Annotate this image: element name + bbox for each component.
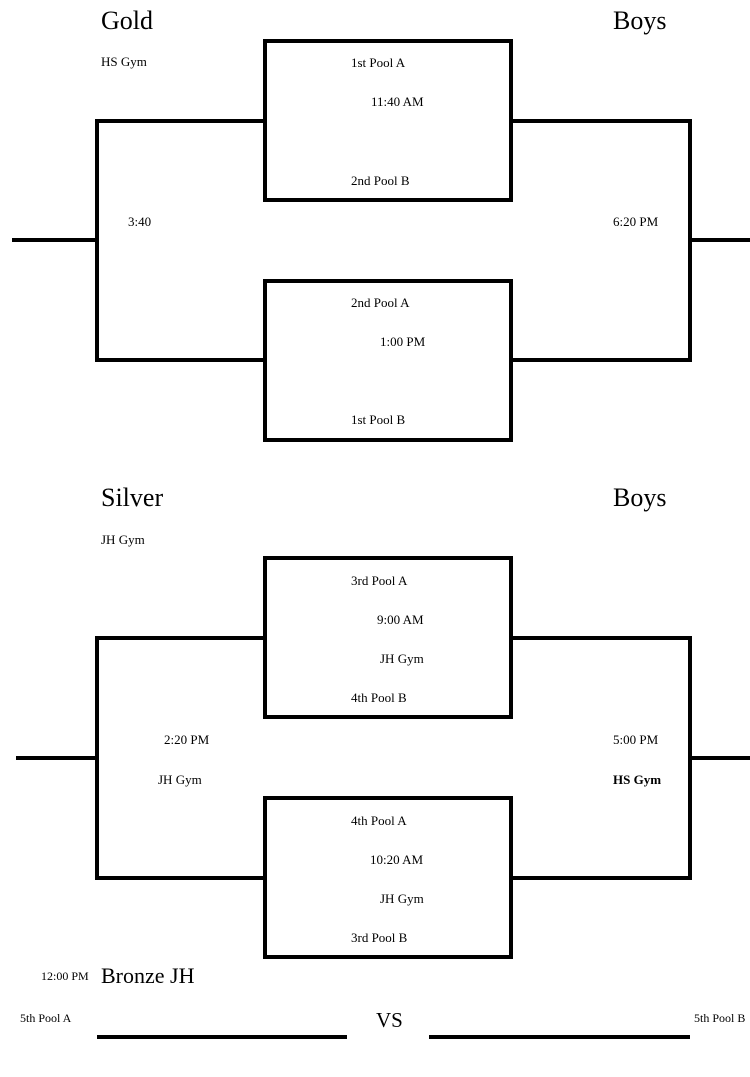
silver-game1-time: 9:00 AM xyxy=(377,612,424,627)
gold-game1-top-team: 1st Pool A xyxy=(351,55,406,70)
gold-game2-top-team: 2nd Pool A xyxy=(351,295,410,310)
silver-game1-venue: JH Gym xyxy=(380,651,424,666)
gold-game1-bottom-team: 2nd Pool B xyxy=(351,173,410,188)
silver-game2-time: 10:20 AM xyxy=(370,852,424,867)
silver-right-game-venue: HS Gym xyxy=(613,772,662,787)
gold-division: Boys xyxy=(613,6,667,35)
gold-left-bracket xyxy=(95,119,265,362)
gold-right-bracket xyxy=(511,119,692,362)
silver-left-game-time: 2:20 PM xyxy=(164,732,210,747)
silver-game2-top-team: 4th Pool A xyxy=(351,813,407,828)
bronze-right-team: 5th Pool B xyxy=(694,1011,746,1025)
gold-game2-time: 1:00 PM xyxy=(380,334,426,349)
silver-game1-bottom-team: 4th Pool B xyxy=(351,690,407,705)
gold-venue: HS Gym xyxy=(101,54,147,69)
gold-game1-time: 11:40 AM xyxy=(371,94,424,109)
silver-venue: JH Gym xyxy=(101,532,145,547)
bronze-left-team: 5th Pool A xyxy=(20,1011,72,1025)
bronze-title: Bronze JH xyxy=(101,963,195,988)
silver-title: Silver xyxy=(101,483,164,512)
silver-game1-top-team: 3rd Pool A xyxy=(351,573,408,588)
silver-left-game-venue: JH Gym xyxy=(158,772,202,787)
bronze-vs: VS xyxy=(376,1008,403,1032)
silver-game2-bottom-team: 3rd Pool B xyxy=(351,930,408,945)
silver-right-bracket xyxy=(511,636,692,880)
gold-game2-bottom-team: 1st Pool B xyxy=(351,412,406,427)
bronze-time: 12:00 PM xyxy=(41,969,89,983)
silver-division: Boys xyxy=(613,483,667,512)
gold-right-game-time: 6:20 PM xyxy=(613,214,659,229)
gold-title: Gold xyxy=(101,6,153,35)
silver-right-game-time: 5:00 PM xyxy=(613,732,659,747)
gold-left-game-time: 3:40 xyxy=(128,214,152,229)
silver-game2-venue: JH Gym xyxy=(380,891,424,906)
silver-left-bracket xyxy=(95,636,265,880)
